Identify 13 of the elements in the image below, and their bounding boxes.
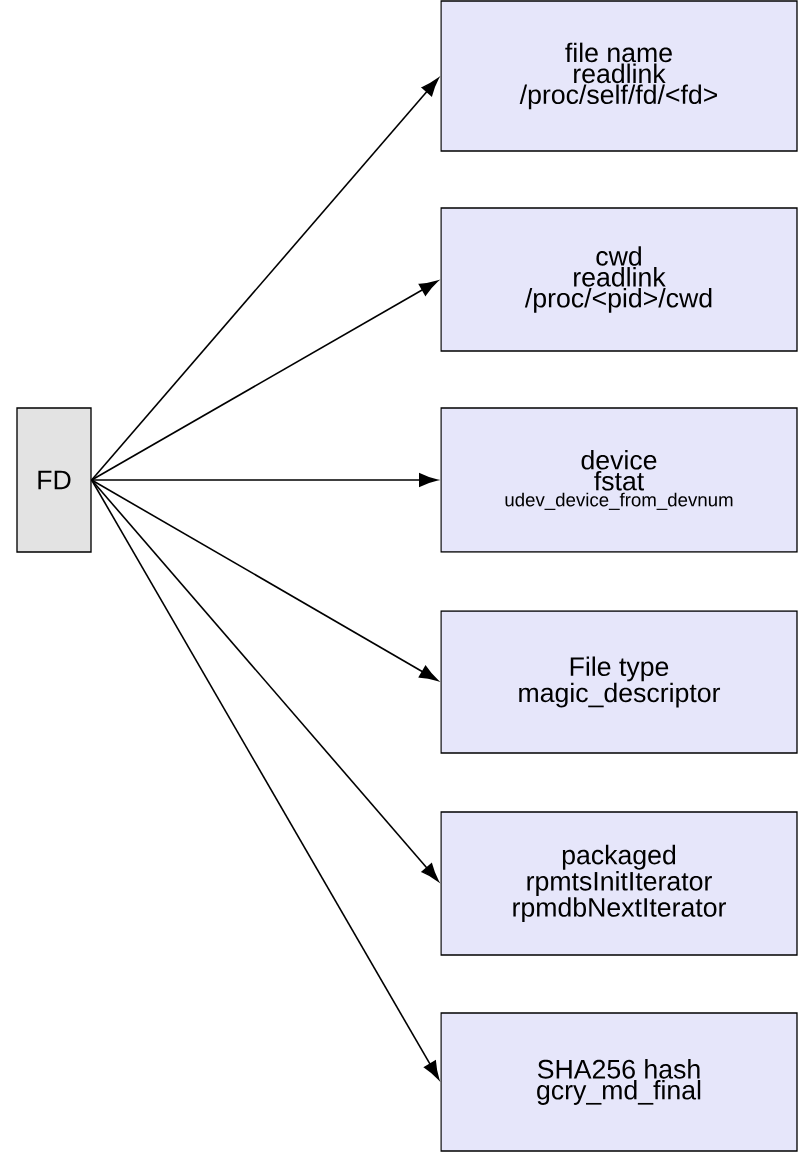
process-box: file name readlink /proc/self/fd/<fd>	[440, 0, 798, 152]
process-box: SHA256 hash gcry_md_final	[440, 1012, 798, 1152]
process-box: FD	[16, 407, 92, 553]
arrow	[90, 77, 439, 481]
process-box: File type magic_descriptor	[440, 610, 798, 754]
arrow	[90, 479, 439, 681]
arrow	[90, 479, 439, 882]
arrow	[90, 473, 438, 487]
process-box: cwd readlink /proc/<pid>/cwd	[440, 207, 798, 352]
process-box: packaged rpmtsInitIterator rpmdbNextIterator	[440, 811, 798, 956]
process-box: device fstat udev_device_from_devnum	[440, 407, 798, 553]
arrow	[90, 479, 440, 1080]
arrow	[90, 280, 439, 481]
